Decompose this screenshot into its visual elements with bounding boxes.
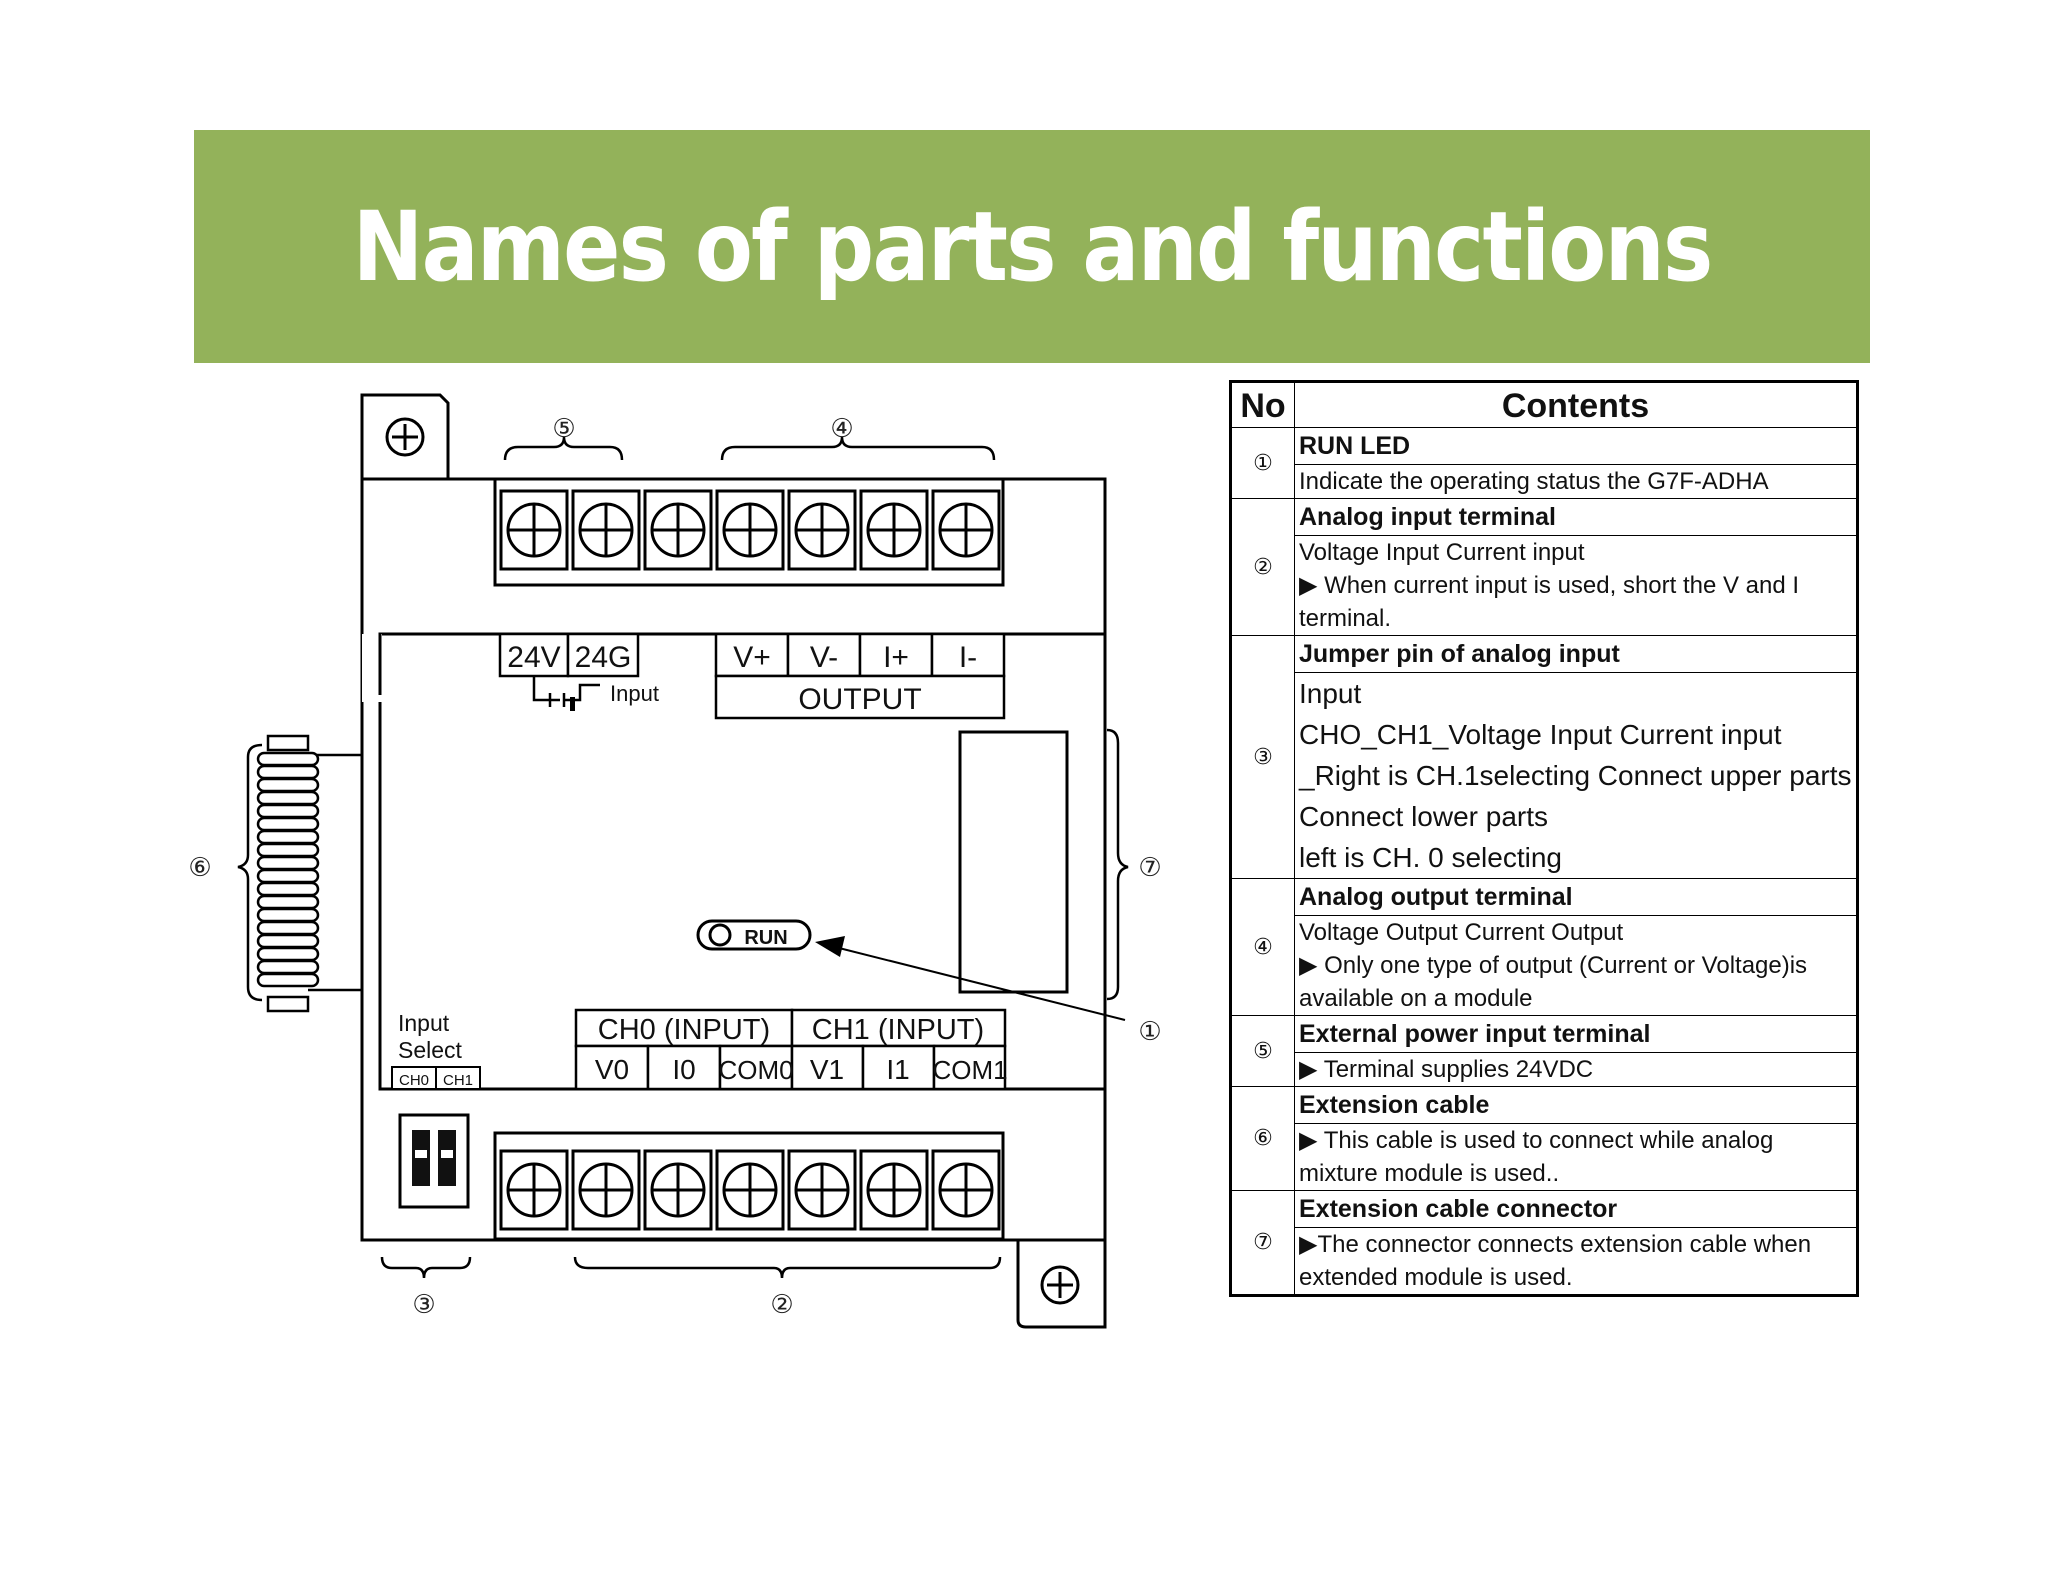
row-number: ⑦ [1230, 1190, 1295, 1296]
description-line: Input [1299, 678, 1362, 709]
header-contents: Contents [1294, 381, 1858, 428]
table-header-row: No Contents [1230, 381, 1858, 428]
table-row: Input CHO_CH1_Voltage Input Current inpu… [1231, 672, 1858, 879]
row-title: Analog input terminal [1294, 498, 1858, 536]
row-title: Analog output terminal [1294, 878, 1858, 916]
input-labels: CH0 (INPUT) CH1 (INPUT) V0 I0 COM0 V1 I1… [574, 1008, 1008, 1091]
table-row: ② Analog input terminal [1230, 498, 1858, 636]
output-caption: OUTPUT [798, 683, 921, 716]
row-number: ⑥ [1230, 1086, 1295, 1191]
row-number: ① [1230, 427, 1295, 499]
module-diagram: 24V 24G Input V+ V- I+ I- OUTPUT RUN CH0… [188, 393, 1162, 1329]
mount-tab-top [360, 393, 450, 479]
row-description: Voltage Output Current Output ▶ Only one… [1294, 915, 1858, 1016]
input-select-line2: Select [398, 1037, 463, 1063]
table-row: ▶The connector connects extension cable … [1231, 1227, 1858, 1296]
terminal-i1: I1 [886, 1054, 909, 1085]
page-title: Names of parts and functions [352, 190, 1714, 303]
description-line: ▶The connector connects extension cable … [1299, 1231, 1812, 1258]
row-title: Extension cable [1294, 1086, 1858, 1124]
description-line: available on a module [1299, 985, 1533, 1012]
mount-tab-bottom [1016, 1240, 1107, 1329]
row-title: Jumper pin of analog input [1294, 635, 1858, 673]
row-number: ④ [1230, 878, 1295, 1016]
description-line: terminal. [1299, 605, 1392, 632]
description-line: extended module is used. [1299, 1264, 1573, 1291]
description-line: Indicate the operating status the G7F-AD… [1299, 468, 1769, 495]
label-24v: 24V [507, 641, 560, 674]
select-ch1: CH1 [443, 1072, 473, 1089]
description-line: ▶ This cable is used to connect while an… [1299, 1127, 1774, 1154]
row-title: Extension cable connector [1294, 1190, 1858, 1228]
description-line: mixture module is used.. [1299, 1160, 1560, 1187]
label-i-plus: I+ [883, 641, 909, 674]
callout-4: ④ [830, 414, 853, 444]
row-title: External power input terminal [1294, 1015, 1858, 1053]
label-24g: 24G [575, 641, 632, 674]
callout-2: ② [770, 1290, 793, 1320]
description-line: ▶ Only one type of output (Current or Vo… [1299, 952, 1808, 979]
table-row: Indicate the operating status the G7F-AD… [1231, 464, 1858, 499]
callout-5: ⑤ [552, 414, 575, 444]
select-ch0: CH0 [399, 1072, 429, 1089]
table-row: ④ Analog output terminal [1230, 878, 1858, 1016]
ch0-input-label: CH0 (INPUT) [598, 1014, 770, 1046]
title-banner: Names of parts and functions [194, 130, 1870, 363]
parts-table: No Contents ① RUN LED Indicate the opera… [1229, 380, 1859, 1297]
extension-cable [256, 734, 362, 1013]
output-labels: V+ V- I+ I- OUTPUT [714, 632, 1006, 720]
table-row: ▶ Terminal supplies 24VDC [1231, 1052, 1858, 1087]
table-row: Voltage Output Current Output ▶ Only one… [1231, 915, 1858, 1016]
terminal-i0: I0 [672, 1054, 695, 1085]
row-description: ▶ Terminal supplies 24VDC [1294, 1052, 1858, 1087]
row-description: ▶The connector connects extension cable … [1294, 1227, 1858, 1296]
row-number: ③ [1230, 635, 1295, 879]
row-number: ② [1230, 498, 1295, 636]
description-line: Connect lower parts [1299, 801, 1549, 832]
callout-6: ⑥ [188, 853, 211, 883]
label-v-minus: V- [810, 641, 838, 674]
row-description: Input CHO_CH1_Voltage Input Current inpu… [1294, 672, 1858, 879]
table-row: ③ Jumper pin of analog input [1230, 635, 1858, 879]
label-i-minus: I- [959, 641, 977, 674]
header-no: No [1230, 381, 1295, 428]
label-v-plus: V+ [733, 641, 771, 674]
description-line: Voltage Output Current Output [1299, 919, 1624, 946]
row-description: ▶ This cable is used to connect while an… [1294, 1123, 1858, 1191]
table-row: ⑦ Extension cable connector [1230, 1190, 1858, 1296]
run-led: RUN [696, 919, 812, 951]
ch1-input-label: CH1 (INPUT) [812, 1014, 984, 1046]
row-description: Indicate the operating status the G7F-AD… [1294, 464, 1858, 499]
description-line: _Right is CH.1selecting Connect upper pa… [1299, 760, 1852, 791]
input-select-line1: Input [398, 1010, 450, 1036]
power-caption: Input [610, 681, 659, 706]
table-row: ⑤ External power input terminal [1230, 1015, 1858, 1087]
callout-3: ③ [412, 1290, 435, 1320]
run-label: RUN [744, 927, 787, 949]
description-line: ▶ When current input is used, short the … [1299, 572, 1800, 599]
callout-1: ① [1138, 1017, 1161, 1047]
input-select-jumper: Input Select CH0 CH1 [391, 1010, 481, 1209]
bottom-terminal-block [493, 1131, 1005, 1241]
table-row: ① RUN LED [1230, 427, 1858, 499]
row-title: RUN LED [1294, 427, 1858, 465]
terminal-v1: V1 [810, 1054, 844, 1085]
row-number: ⑤ [1230, 1015, 1295, 1087]
row-description: Voltage Input Current input ▶ When curre… [1294, 535, 1858, 636]
description-line: Voltage Input Current input [1299, 539, 1585, 566]
extension-connector [958, 730, 1069, 994]
power-input-labels: 24V 24G Input [498, 632, 659, 711]
table-row: Voltage Input Current input ▶ When curre… [1231, 535, 1858, 636]
description-line: ▶ Terminal supplies 24VDC [1299, 1056, 1594, 1083]
description-line: left is CH. 0 selecting [1299, 842, 1562, 873]
table-row: ▶ This cable is used to connect while an… [1231, 1123, 1858, 1191]
callout-braces [237, 436, 1129, 1279]
terminal-com0: COM0 [718, 1055, 793, 1085]
terminal-v0: V0 [595, 1054, 629, 1085]
callout-7: ⑦ [1138, 853, 1161, 883]
description-line: CHO_CH1_Voltage Input Current input [1299, 719, 1782, 750]
table-row: ⑥ Extension cable [1230, 1086, 1858, 1191]
terminal-com1: COM1 [932, 1055, 1007, 1085]
top-terminal-block [493, 477, 1005, 587]
